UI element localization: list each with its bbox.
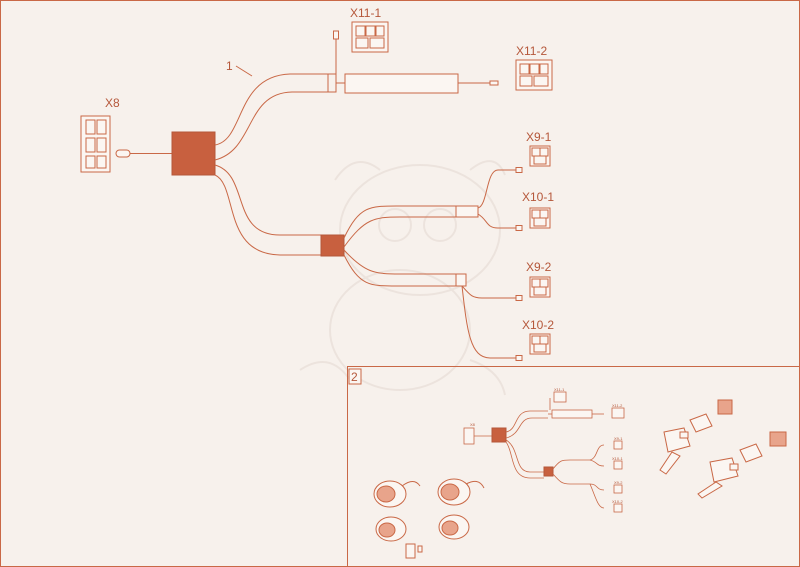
connector-x9-2 <box>529 276 551 298</box>
lower-harness-branch <box>214 164 321 256</box>
svg-text:X9-2: X9-2 <box>614 480 623 485</box>
connector-x9-1 <box>529 145 551 167</box>
connector-x10-2 <box>529 333 551 355</box>
connector-x11-1 <box>351 21 389 53</box>
svg-text:X10-1: X10-1 <box>612 456 623 461</box>
right-harness-branches <box>343 167 523 361</box>
part-callout-1: 1 <box>226 59 233 73</box>
x8-lead-wire <box>115 149 172 158</box>
connector-label-x8: X8 <box>105 96 120 110</box>
connector-label-x11-2: X11-2 <box>516 44 547 58</box>
connector-x8 <box>80 115 111 173</box>
main-junction-box <box>171 131 216 176</box>
secondary-junction-box <box>320 234 345 257</box>
connector-label-x9-1: X9-1 <box>526 130 552 144</box>
inset-callout-2: 2 <box>351 370 358 384</box>
inset-panel: 2 X8 X11-1 X11-2 <box>347 366 800 567</box>
inset-switch-assemblies <box>659 399 787 499</box>
connector-x11-2 <box>515 59 553 91</box>
svg-text:X10-2: X10-2 <box>612 499 623 504</box>
inset-mini-harness: X8 X11-1 X11-2 X9-1 X10-1 <box>463 387 625 513</box>
svg-text:X8: X8 <box>470 422 476 427</box>
upper-harness-branch: 1 <box>214 30 499 161</box>
connector-x10-1 <box>529 207 551 229</box>
main-harness: X8 1 <box>80 6 554 361</box>
connector-label-x9-2: X9-2 <box>526 260 552 274</box>
svg-text:X11-2: X11-2 <box>612 403 623 408</box>
connector-label-x10-2: X10-2 <box>522 318 554 332</box>
inset-lamp-housings <box>373 478 485 559</box>
watermark-mascot <box>299 160 506 396</box>
connector-label-x11-1: X11-1 <box>350 6 381 20</box>
svg-text:X9-1: X9-1 <box>614 436 623 441</box>
svg-text:X11-1: X11-1 <box>554 387 565 392</box>
connector-label-x10-1: X10-1 <box>522 190 554 204</box>
